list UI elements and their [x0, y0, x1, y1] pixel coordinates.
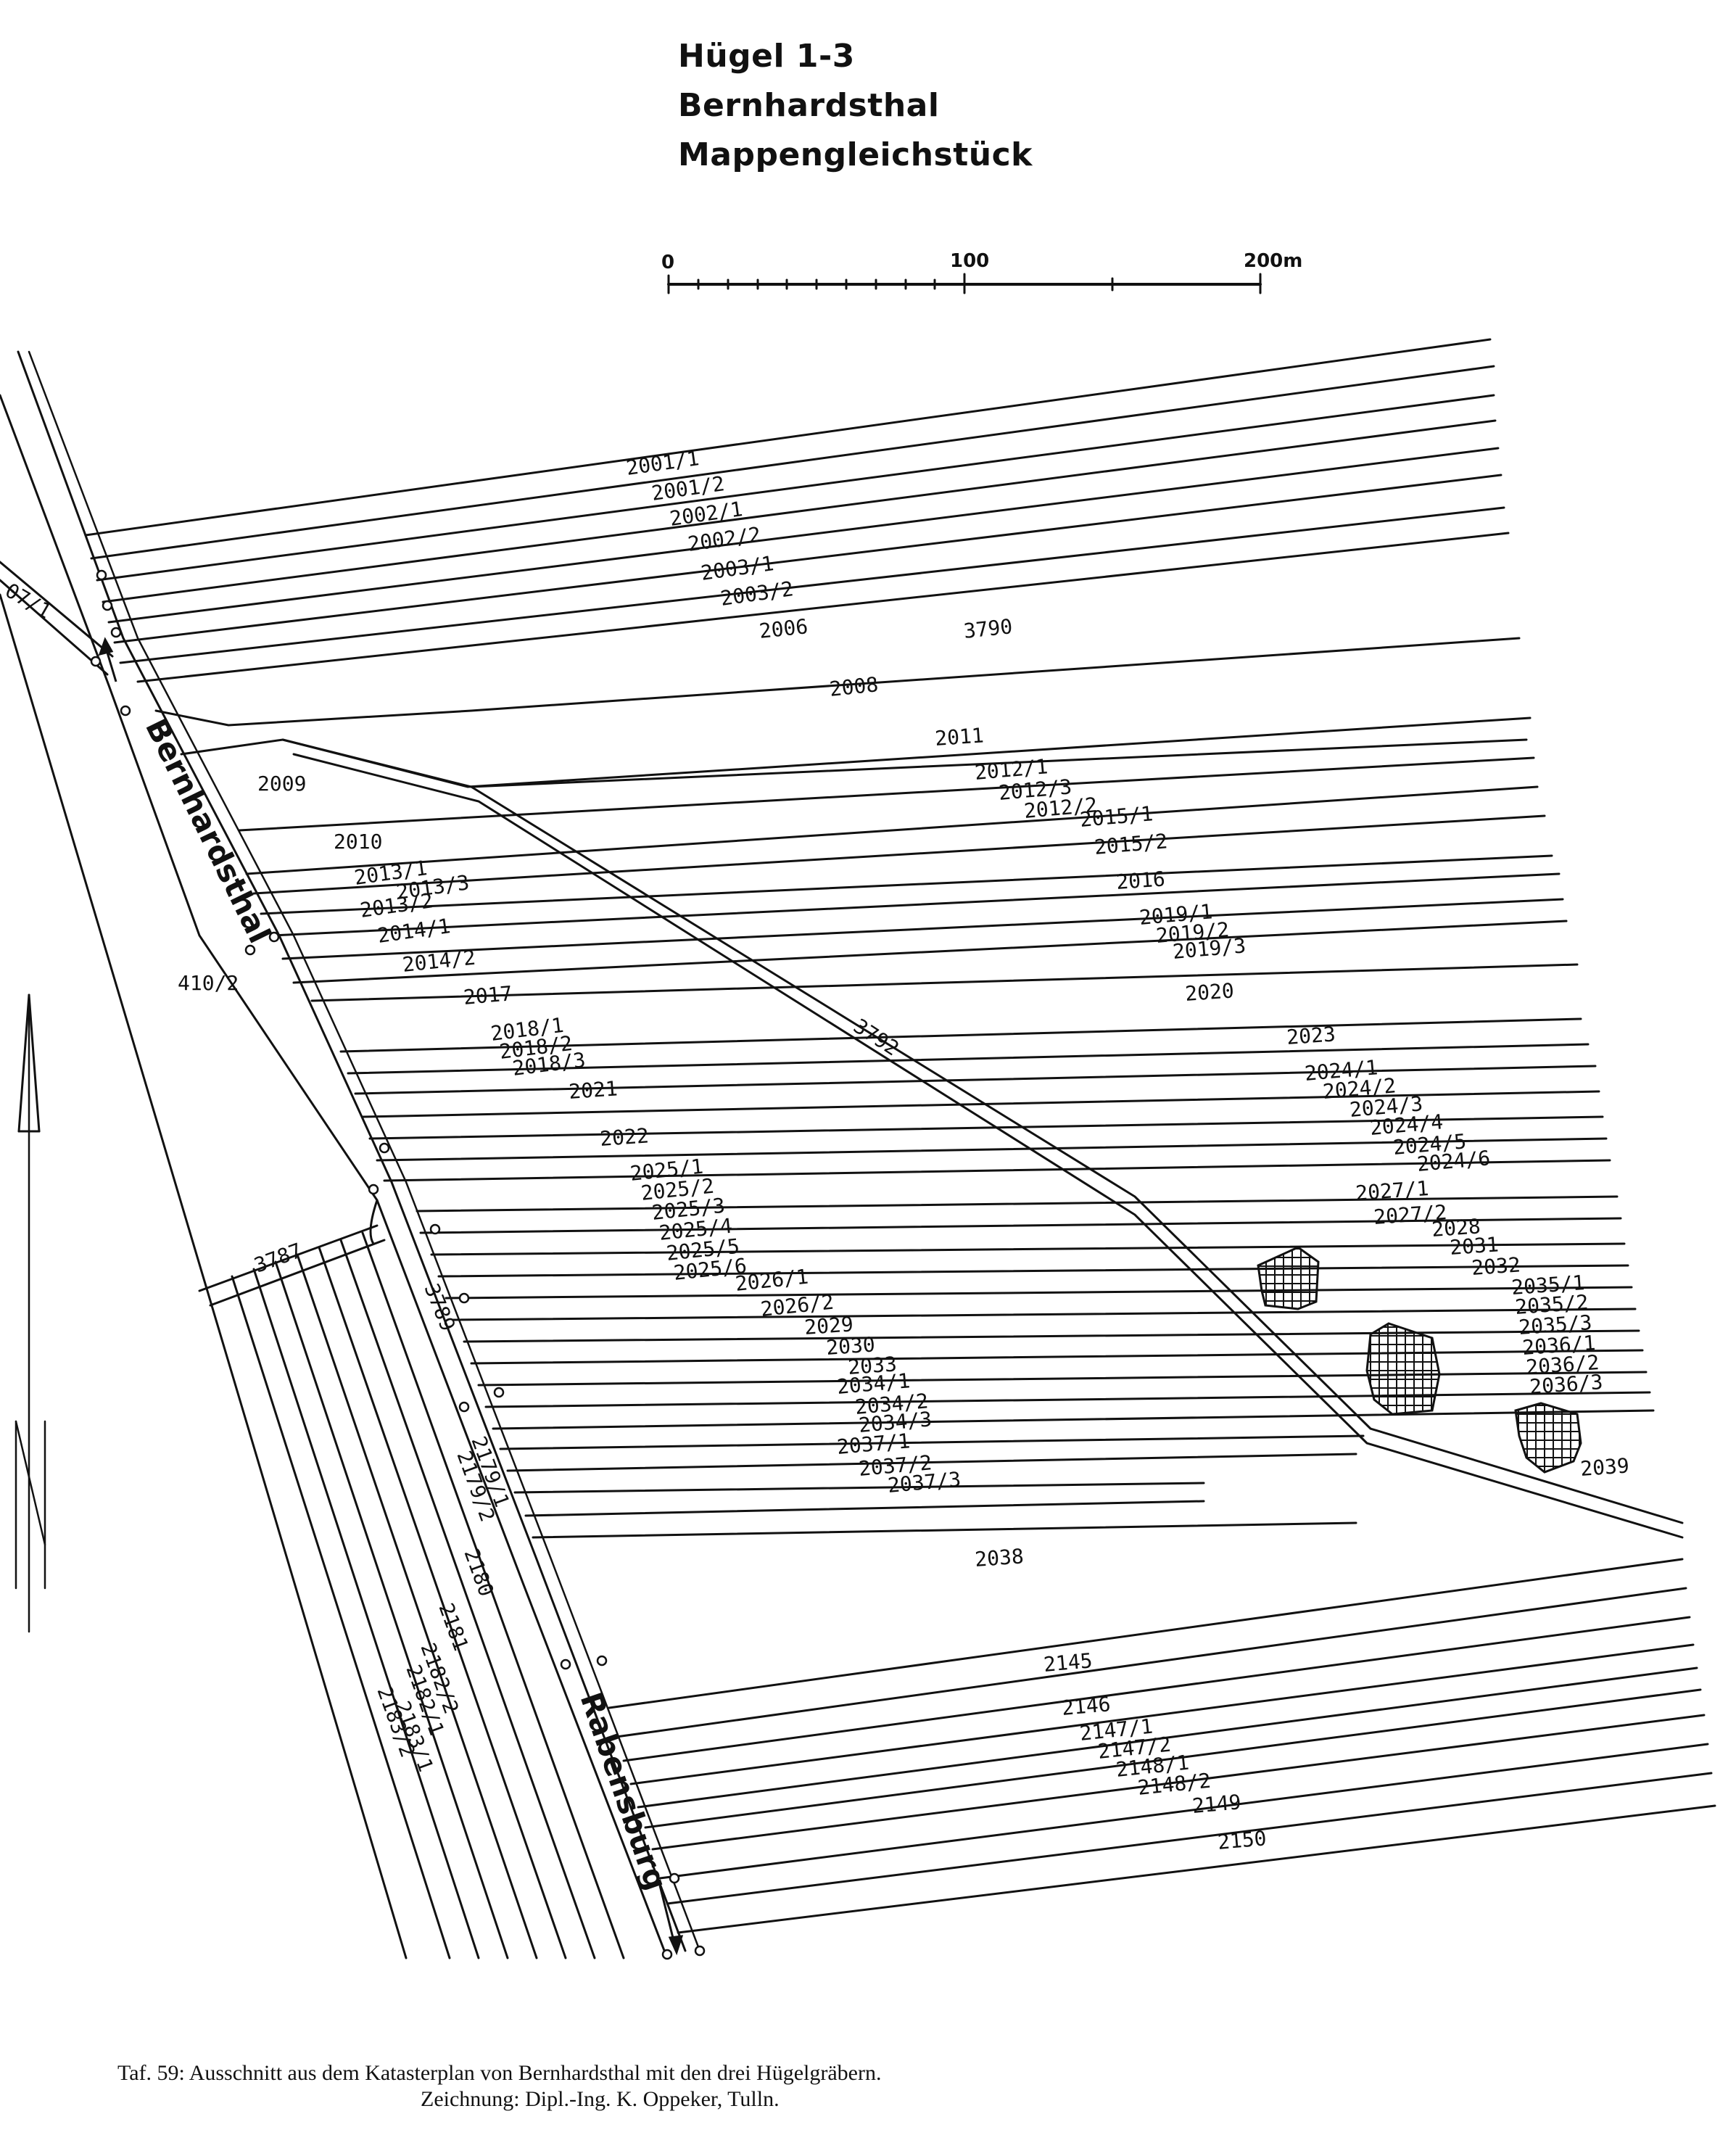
parcel-label: 3792: [849, 1014, 904, 1060]
map-subtitle-place: Bernhardsthal: [678, 87, 940, 124]
parcel-label: 2036/2: [1525, 1350, 1600, 1379]
north-arrow-icon: [15, 994, 46, 1633]
parcel-label: 2002/2: [686, 522, 762, 556]
parcel-label: 2036/3: [1529, 1370, 1603, 1399]
figure-credit: Zeichnung: Dipl.-Ing. K. Oppeker, Tulln.: [421, 2087, 780, 2111]
parcel-label: 2028: [1431, 1214, 1481, 1242]
parcel-label: 2011: [934, 723, 985, 751]
parcel-lines-south: [608, 1558, 1716, 1934]
parcel-label: 2009: [257, 772, 306, 796]
parcel-label: 2023: [1286, 1022, 1336, 1049]
parcel-label: 2149: [1191, 1790, 1242, 1818]
parcel-label: 2016: [1115, 867, 1166, 894]
parcel-label: 2032: [1471, 1252, 1521, 1280]
burial-mounds: [1257, 1246, 1582, 1474]
parcel-label: 2030: [825, 1332, 876, 1360]
parcel-label: 2039: [1579, 1453, 1630, 1481]
scale-label-100: 100: [950, 250, 989, 272]
western-boundaries: [0, 561, 408, 1959]
parcel-label: 2020: [1184, 978, 1235, 1006]
parcel-label: 2017: [463, 981, 513, 1009]
parcel-labels: 2001/1 2001/2 2002/1 2002/2 2003/1 2003/…: [1, 446, 1630, 1854]
field-path: [281, 738, 1684, 1539]
road-direction-arrows: [98, 637, 684, 1956]
parcel-label: 3790: [962, 614, 1014, 643]
parcel-label: 2146: [1061, 1692, 1112, 1720]
parcel-label: 2033: [847, 1352, 898, 1379]
parcel-label: 2029: [803, 1312, 854, 1339]
parcel-label: 2145: [1043, 1648, 1094, 1677]
parcel-label: 2038: [974, 1544, 1025, 1571]
map-title: Hügel 1-3: [678, 38, 855, 75]
map-subtitle-type: Mappengleichstück: [678, 136, 1033, 173]
road-label-bernhardsthal: Bernhardsthal: [139, 713, 278, 949]
parcel-label: 2035/1: [1510, 1271, 1585, 1300]
parcel-label: 2035/2: [1514, 1290, 1589, 1319]
narrow-strips: [231, 1231, 625, 1959]
scale-label-0: 0: [661, 252, 674, 273]
scale-label-200: 200m: [1244, 250, 1302, 272]
parcel-label: 2027/2: [1373, 1200, 1447, 1229]
road-label-rabensburg: Rabensburg: [574, 1688, 674, 1894]
scale-bar: [667, 273, 1262, 294]
parcel-label: 2022: [599, 1123, 650, 1151]
parcel-label: 2035/3: [1518, 1310, 1592, 1339]
parcel-label: 2031: [1449, 1232, 1500, 1260]
parcel-label: 2015/2: [1094, 829, 1169, 859]
parcel-label: 2021: [568, 1076, 619, 1104]
parcel-label: 2014/2: [401, 946, 476, 977]
survey-points: [90, 569, 706, 1960]
parcel-label: 2003/2: [719, 577, 795, 611]
burial-mound-1: [1257, 1246, 1320, 1310]
parcel-label: 2150: [1217, 1826, 1268, 1854]
burial-mound-2: [1365, 1322, 1441, 1416]
parcel-label: 2027/1: [1355, 1176, 1429, 1205]
parcel-label: 410/2: [178, 971, 239, 995]
burial-mound-3: [1514, 1402, 1582, 1474]
figure-caption: Taf. 59: Ausschnitt aus dem Katasterplan…: [117, 2061, 882, 2085]
parcel-lines-north: [84, 338, 1655, 1539]
parcel-label: 2010: [334, 830, 382, 854]
parcel-label: 2001/1: [624, 446, 700, 480]
parcel-label: 2014/1: [376, 914, 452, 948]
parcel-label: 2006: [758, 614, 809, 643]
parcel-label: 2008: [828, 672, 880, 701]
parcel-label: 2036/1: [1521, 1331, 1596, 1360]
